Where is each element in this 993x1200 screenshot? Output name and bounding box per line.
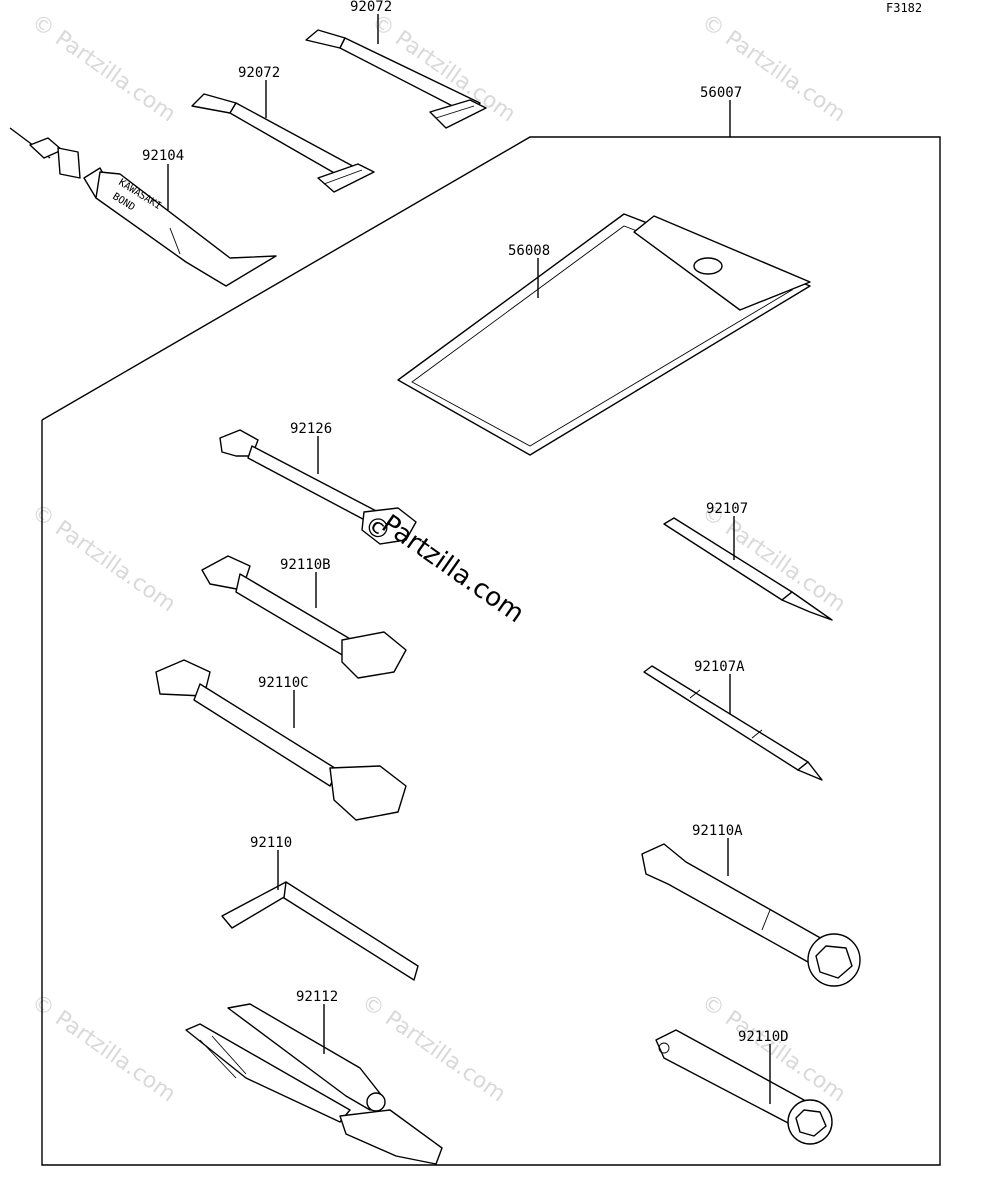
leader-lines	[167, 14, 771, 1104]
watermark-text: © Partzilla.com	[27, 9, 180, 127]
part-label-92126: 92126	[290, 421, 332, 437]
part-label-92112: 92112	[296, 989, 338, 1005]
watermark-text: © Partzilla.com	[697, 9, 850, 127]
box-wrench-92110A	[641, 843, 861, 987]
watermark-main-text: Partzilla.com	[376, 509, 529, 629]
watermark-text: © Partzilla.com	[357, 989, 510, 1107]
part-label-92110C: 92110C	[258, 675, 309, 691]
part-label-92107A: 92107A	[694, 659, 745, 675]
part-label-92104: 92104	[142, 148, 184, 164]
wrench-92126	[219, 429, 417, 545]
screwdriver-bit-92107	[663, 517, 833, 621]
strap-top	[305, 29, 487, 129]
part-label-92110D: 92110D	[738, 1029, 789, 1045]
part-label-92110: 92110	[250, 835, 292, 851]
bond-tube: KAWASAKI BOND	[9, 127, 277, 287]
wrench-92110C	[155, 659, 407, 821]
watermark-main: © Partzilla.com	[358, 509, 529, 629]
plug-wrench-92110D	[655, 1029, 833, 1145]
tool-kit-outline	[41, 136, 941, 1166]
watermark-text: © Partzilla.com	[27, 499, 180, 617]
wrench-92110B	[201, 555, 407, 679]
pliers	[185, 1003, 443, 1165]
part-label-92107: 92107	[706, 501, 748, 517]
screwdriver-92107A	[643, 665, 823, 781]
tool-bag	[397, 213, 811, 456]
part-label-92072-middle: 92072	[238, 65, 280, 81]
part-label-92110B: 92110B	[280, 557, 331, 573]
watermark-text: © Partzilla.com	[27, 989, 180, 1107]
figure-code: F3182	[886, 1, 922, 15]
strap-middle	[191, 93, 375, 193]
part-label-92110A: 92110A	[692, 823, 743, 839]
part-label-56007: 56007	[700, 85, 742, 101]
part-label-56008: 56008	[508, 243, 550, 259]
allen-key	[221, 881, 419, 981]
part-label-92072-top: 92072	[350, 0, 392, 15]
part-labels: 92072 92072 92104 56007 56008 92126 9210…	[142, 0, 789, 1045]
